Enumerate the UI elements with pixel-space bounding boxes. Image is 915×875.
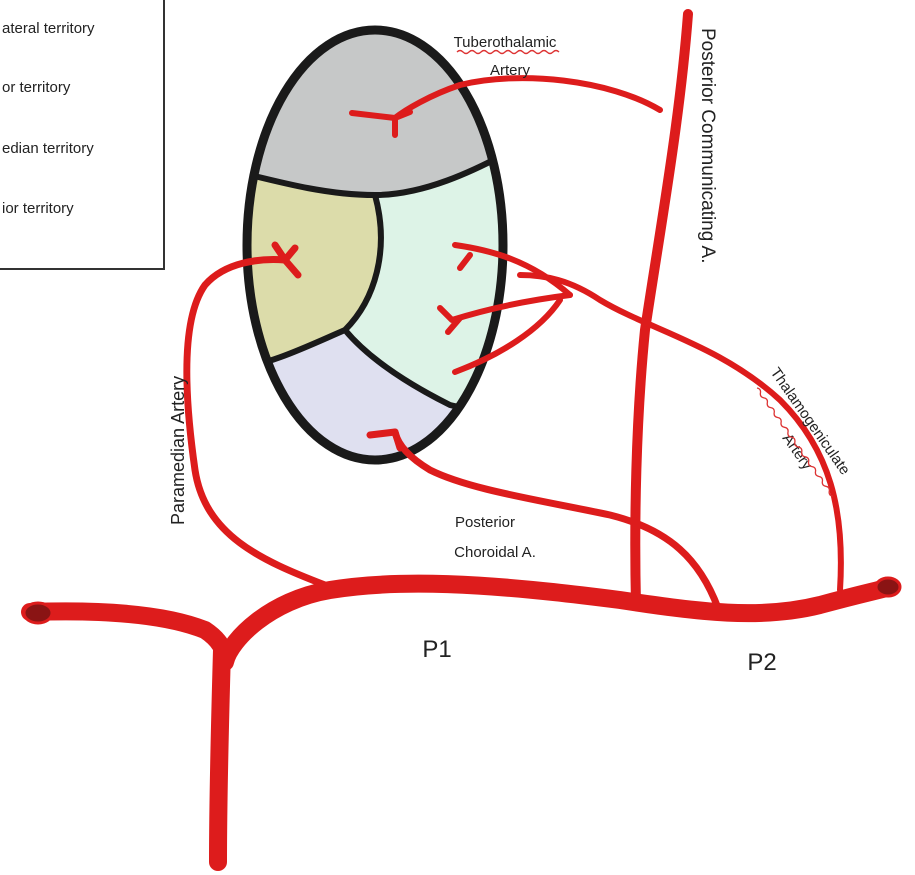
label-posterior-choroidal-2: Choroidal A. [454,544,536,561]
label-tuberothalamic-1: Tuberothalamic [454,34,557,51]
left-vessel-end [24,603,52,623]
thalamus [230,0,530,480]
right-vessel-end [876,578,900,596]
label-p1: P1 [422,636,451,663]
label-posterior-choroidal-1: Posterior [455,514,515,531]
spellcheck-squiggle-tuberothalamic [457,51,559,54]
label-posterior-communicating: Posterior Communicating A. [697,28,718,264]
basilar-artery [218,650,222,862]
label-paramedian: Paramedian Artery [168,376,188,525]
label-p2: P2 [747,649,776,676]
label-tuberothalamic-2: Artery [490,62,531,79]
